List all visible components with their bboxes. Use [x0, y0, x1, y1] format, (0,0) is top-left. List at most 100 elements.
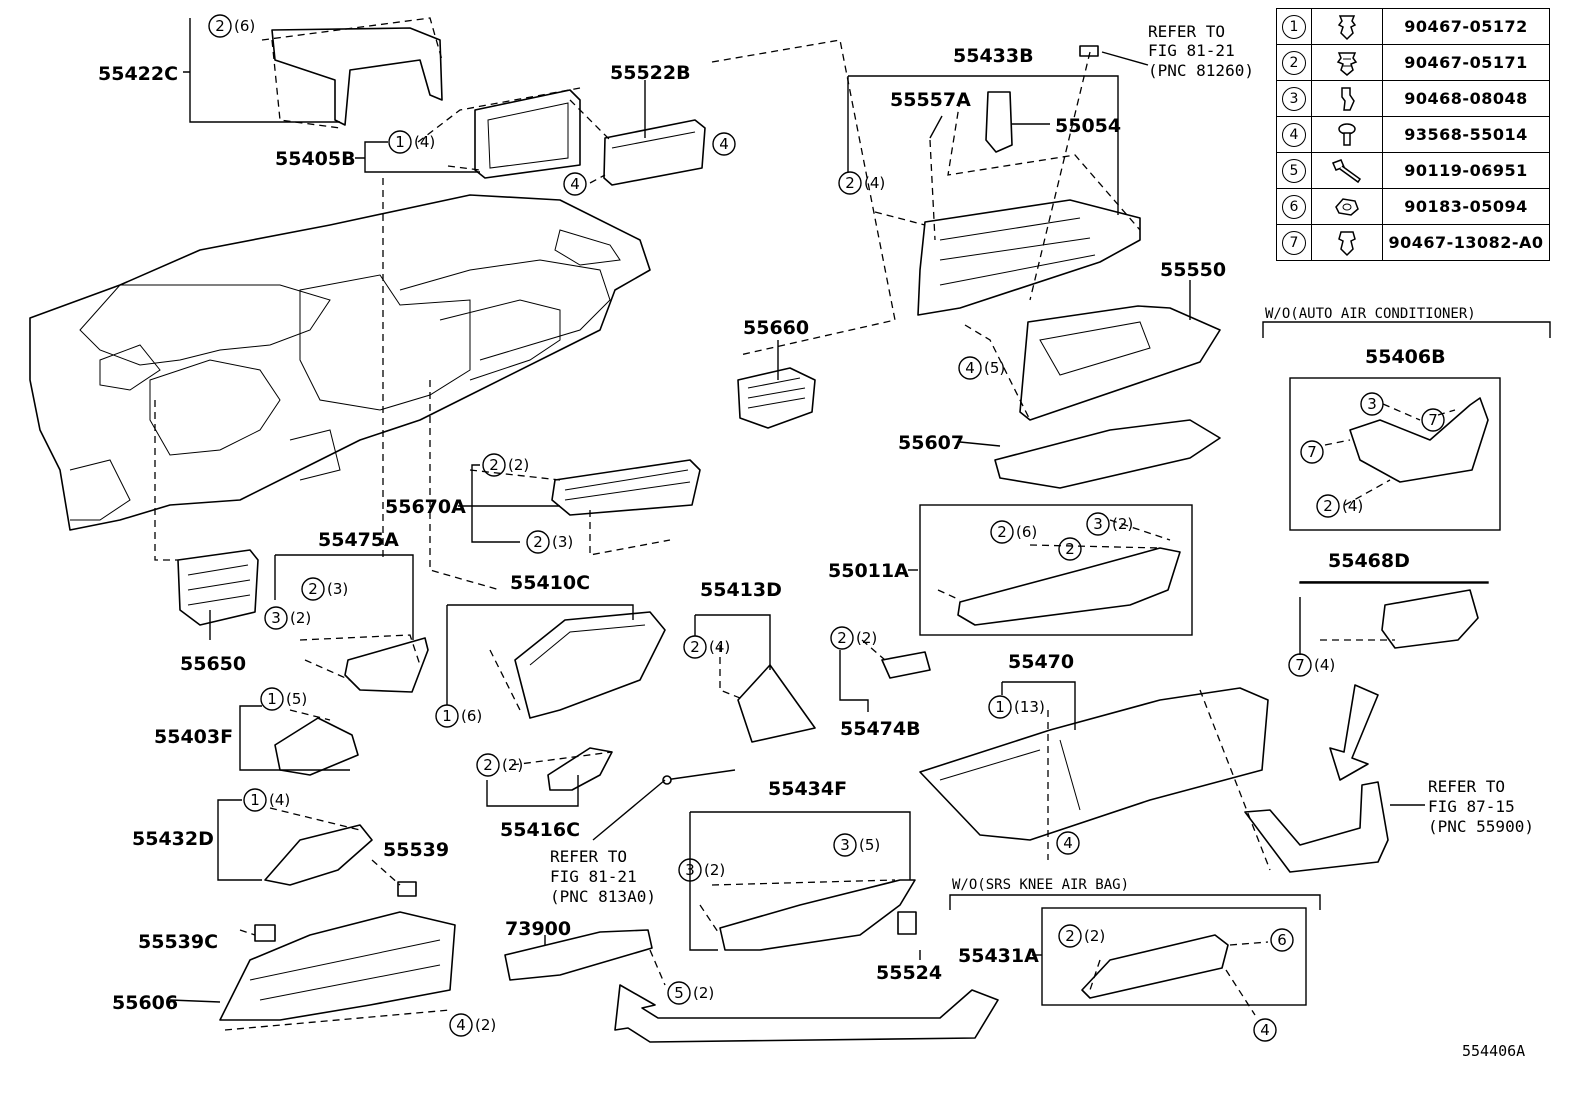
callout-2-4-b: 2 (4) — [683, 635, 730, 659]
svg-text:1: 1 — [250, 791, 260, 809]
svg-text:4: 4 — [719, 135, 729, 153]
part-55403F-drawing — [274, 717, 359, 776]
callout-4-a: 4 — [712, 132, 736, 156]
svg-text:2: 2 — [533, 533, 543, 551]
callout-4-b: 4 — [563, 172, 587, 196]
svg-text:(2): (2) — [693, 984, 714, 1002]
part-label-55413D: 55413D — [700, 579, 782, 601]
part-55470-drawing — [919, 687, 1269, 841]
part-label-55431A: 55431A — [958, 945, 1039, 967]
legend-part-number: 90468-08048 — [1382, 80, 1550, 117]
svg-text:(PNC 55900): (PNC 55900) — [1428, 817, 1534, 836]
part-label-55432D: 55432D — [132, 828, 214, 850]
legend-part-number: 93568-55014 — [1382, 116, 1550, 153]
part-label-55054: 55054 — [1055, 115, 1121, 137]
note-without-srs-knee-airbag: W/O(SRS KNEE AIR BAG) — [952, 877, 1129, 893]
part-55054-drawing — [985, 91, 1013, 153]
part-label-55550: 55550 — [1160, 259, 1226, 281]
legend-row: 4 93568-55014 — [1276, 116, 1550, 153]
legend-part-number: 90467-05171 — [1382, 44, 1550, 81]
svg-text:REFER TO: REFER TO — [550, 847, 627, 866]
clip-7-icon — [1338, 230, 1356, 256]
part-label-55607: 55607 — [898, 432, 964, 454]
part-label-55522B: 55522B — [610, 62, 691, 84]
part-55900-drawing — [1244, 781, 1389, 873]
part-55416C-drawing — [547, 747, 613, 791]
legend-row: 5 90119-06951 — [1276, 152, 1550, 189]
callout-3-2-a: 3(2) — [264, 606, 311, 630]
part-55431A-drawing — [1081, 934, 1229, 999]
part-55434F-drawing — [719, 879, 916, 951]
svg-text:4: 4 — [1063, 834, 1073, 852]
clip-2-icon — [1336, 51, 1358, 76]
part-55607-drawing — [994, 419, 1221, 489]
part-label-73900: 73900 — [505, 918, 571, 940]
callout-7-4: 7(4) — [1288, 653, 1335, 677]
callout-3-2-b: 3 (2) — [1086, 512, 1133, 536]
svg-text:6: 6 — [1277, 931, 1287, 949]
svg-text:3: 3 — [1093, 515, 1103, 533]
part-label-55539C: 55539C — [138, 931, 218, 953]
svg-text:(2): (2) — [1112, 515, 1133, 533]
svg-text:4: 4 — [1260, 1021, 1270, 1039]
svg-text:2: 2 — [308, 580, 318, 598]
svg-text:2: 2 — [837, 629, 847, 647]
callout-2-c: 2 — [1058, 537, 1082, 561]
svg-text:(5): (5) — [984, 359, 1005, 377]
part-label-55670A: 55670A — [385, 496, 466, 518]
diagram-id: 554406A — [1462, 1042, 1525, 1060]
part-label-55433B: 55433B — [953, 45, 1034, 67]
part-label-55650: 55650 — [180, 653, 246, 675]
svg-text:(3): (3) — [552, 533, 573, 551]
svg-text:2: 2 — [215, 17, 225, 35]
svg-text:(4): (4) — [269, 791, 290, 809]
callout-2-6-b: 2 (6) — [990, 520, 1037, 544]
part-label-55606: 55606 — [112, 992, 178, 1014]
bolt-icon — [1332, 158, 1362, 183]
callout-1-4: 1(4) — [388, 130, 435, 154]
part-55410C-drawing — [514, 611, 666, 719]
reference-note-813A0: REFER TO FIG 81-21 (PNC 813A0) — [550, 847, 656, 906]
part-55433B-drawing — [917, 199, 1141, 316]
svg-text:7: 7 — [1428, 411, 1438, 429]
svg-text:3: 3 — [1367, 395, 1377, 413]
svg-text:(5): (5) — [286, 690, 307, 708]
svg-text:(13): (13) — [1014, 698, 1045, 716]
legend-key: 3 — [1282, 86, 1306, 111]
reference-note-55900: REFER TO FIG 87-15 (PNC 55900) — [1428, 777, 1534, 836]
legend-part-number: 90467-13082-A0 — [1382, 224, 1550, 261]
callout-6: 6 — [1270, 928, 1294, 952]
clip-3-icon — [1341, 86, 1355, 111]
part-55539C-drawing — [254, 924, 276, 942]
callout-2-3-b: 2 (3) — [301, 577, 348, 601]
svg-text:7: 7 — [1295, 656, 1305, 674]
svg-text:(6): (6) — [1016, 523, 1037, 541]
svg-text:3: 3 — [685, 861, 695, 879]
legend-row: 6 90183-05094 — [1276, 188, 1550, 225]
svg-text:(4): (4) — [1342, 497, 1363, 515]
svg-text:2: 2 — [690, 638, 700, 656]
callout-markers: 2(6) 1(4) 4 4 2(4) 4(5) 2(2) 2(3) 2(3) 3… — [208, 14, 1445, 1042]
svg-text:(2): (2) — [856, 629, 877, 647]
legend-key: 7 — [1282, 230, 1306, 255]
svg-text:REFER TO: REFER TO — [1428, 777, 1505, 796]
svg-text:2: 2 — [1323, 497, 1333, 515]
svg-text:2: 2 — [845, 174, 855, 192]
svg-text:(4): (4) — [709, 638, 730, 656]
part-label-55470: 55470 — [1008, 651, 1074, 673]
part-label-55468D: 55468D — [1328, 550, 1410, 572]
svg-text:FIG 81-21: FIG 81-21 — [550, 867, 637, 886]
group-box-55406B — [1289, 377, 1501, 531]
part-55524-drawing — [897, 911, 917, 935]
part-label-55474B: 55474B — [840, 718, 921, 740]
svg-text:(3): (3) — [327, 580, 348, 598]
callout-2-2-c: 2(2) — [476, 753, 523, 777]
legend-key: 2 — [1282, 50, 1306, 75]
svg-text:2: 2 — [997, 523, 1007, 541]
part-55670A-drawing — [551, 459, 701, 516]
svg-text:4: 4 — [570, 175, 580, 193]
part-label-55539: 55539 — [383, 839, 449, 861]
part-label-55475A: 55475A — [318, 529, 399, 551]
svg-text:3: 3 — [840, 836, 850, 854]
